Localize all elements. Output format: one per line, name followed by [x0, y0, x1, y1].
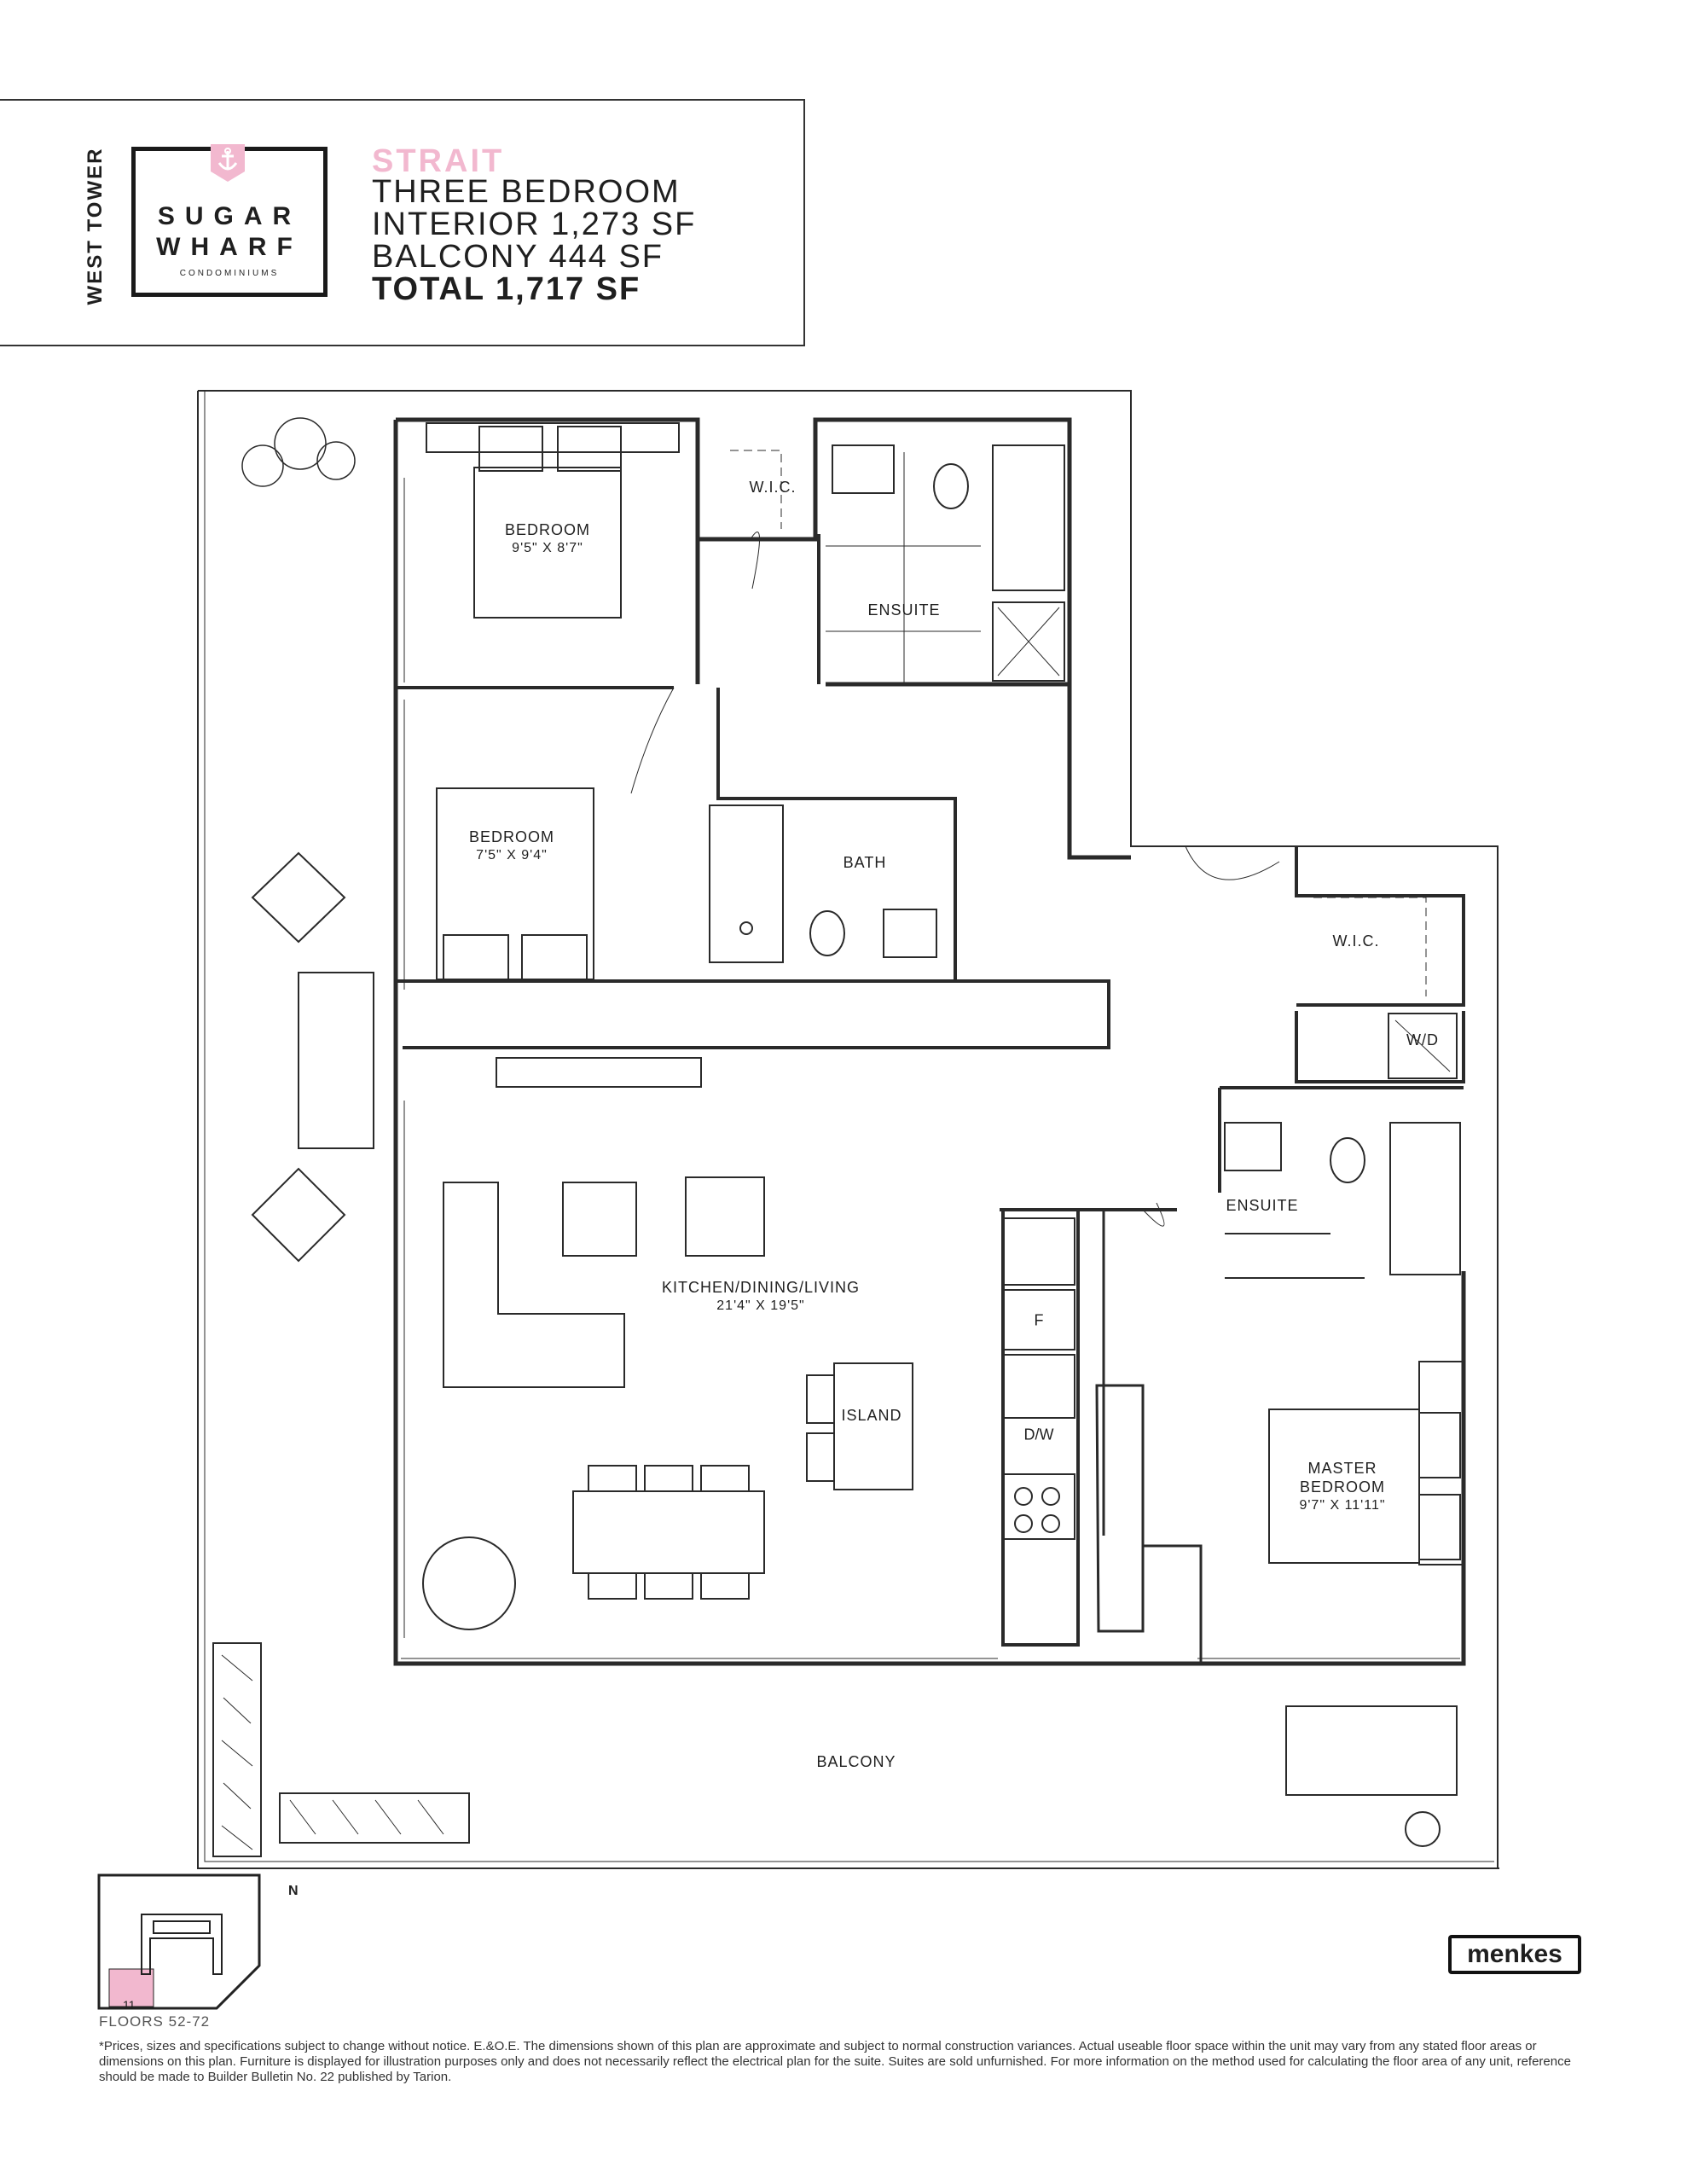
menkes-logo: menkes [1448, 1935, 1581, 1974]
key-plan [97, 1873, 261, 2010]
balcony-chair-2 [251, 1167, 346, 1263]
key-plan-unit-highlight [108, 1968, 154, 2007]
disclaimer: *Prices, sizes and specifications subjec… [99, 2039, 1571, 2084]
unit-exterior-wall [393, 417, 1466, 1666]
ottoman [562, 1182, 637, 1257]
tree-2 [241, 444, 284, 487]
total-area: TOTAL 1,717 SF [372, 271, 641, 307]
room-label-wic1: W.I.C. [749, 479, 797, 496]
fixture-label-fridge: F [1034, 1311, 1044, 1329]
room-label-ensuite2: ENSUITE [1226, 1197, 1299, 1214]
island-counter [833, 1362, 913, 1490]
logo-word-sugar: SUGAR [157, 202, 302, 230]
ensuite2-toilet [1330, 1137, 1365, 1183]
fixture-label-dishwasher: D/W [1023, 1426, 1054, 1443]
sofa [443, 1182, 625, 1388]
balcony-sofa [298, 972, 374, 1149]
bath-vanity [883, 909, 937, 958]
master-wall [1095, 1210, 1203, 1664]
wic1-wall [698, 534, 820, 684]
fridge [1002, 1289, 1075, 1350]
dishwasher [1002, 1354, 1075, 1419]
balcony-side-table [1405, 1811, 1441, 1847]
planter-horizontal [279, 1792, 470, 1844]
header-panel [0, 99, 805, 346]
balcony-railing [204, 391, 1494, 1862]
unit-type: THREE BEDROOM [372, 174, 681, 210]
entry-wall [1218, 846, 1465, 1193]
armchair [685, 1176, 765, 1257]
cooktop [1002, 1473, 1075, 1540]
round-table [422, 1536, 516, 1630]
room-label-ensuite1: ENSUITE [867, 601, 941, 619]
tree-1 [274, 417, 327, 470]
floors-label: FLOORS 52-72 [99, 2013, 211, 2030]
logo-subtitle: CONDOMINIUMS [179, 269, 280, 278]
lounger [1285, 1705, 1458, 1796]
anchor-icon [211, 144, 245, 182]
room-label-balcony: BALCONY [816, 1753, 896, 1770]
ensuite1-shower [992, 444, 1065, 591]
sugar-wharf-logo: SUGAR WHARF CONDOMINIUMS [131, 144, 328, 297]
ensuite2-tub [1389, 1122, 1461, 1275]
tree-3 [316, 441, 356, 480]
balcony-area: BALCONY 444 SF [372, 239, 664, 275]
key-plan-unit-number: 11 [123, 1998, 136, 2012]
bath-toilet [809, 910, 845, 956]
room-label-bath: BATH [843, 854, 887, 871]
unit-name: STRAIT [372, 143, 505, 179]
planter-vertical [212, 1642, 262, 1857]
bedroom1-bed [473, 467, 622, 619]
dining-table [572, 1490, 765, 1574]
bedroom1-headboard [426, 422, 680, 453]
room-label-wic2: W.I.C. [1332, 932, 1380, 950]
bedroom-divider-wall [396, 686, 1110, 1049]
tv-console [496, 1057, 702, 1088]
interior-area: INTERIOR 1,273 SF [372, 206, 697, 242]
balcony-chair-1 [251, 851, 346, 944]
bath-tub [709, 804, 784, 963]
washer-dryer [1388, 1013, 1458, 1079]
ensuite1-toilet [933, 463, 969, 509]
logo-word-wharf: WHARF [156, 233, 303, 261]
bedroom2-bed [436, 787, 594, 980]
balcony-outline [197, 390, 1499, 1869]
north-arrow: N [288, 1884, 299, 1898]
sink [1002, 1217, 1075, 1286]
ensuite2-vanity [1224, 1122, 1282, 1171]
ensuite1-vanity [832, 444, 895, 494]
room-label-wd: W/D [1406, 1031, 1439, 1048]
room-label-island: ISLAND [841, 1407, 902, 1424]
